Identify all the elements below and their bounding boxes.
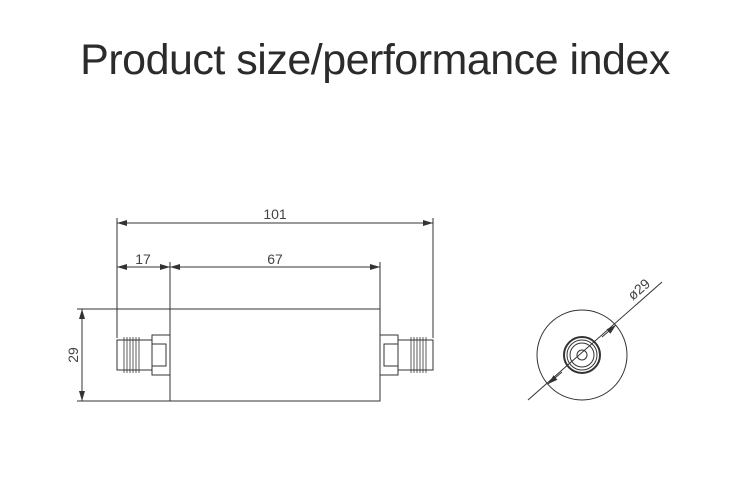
dimension-label-67: 67 [267,251,283,267]
right-connector [379,334,434,376]
dimension-label-diameter: ø29 [624,275,653,303]
dimension-label-101: 101 [263,206,287,222]
left-connector [116,334,171,376]
page-title: Product size/performance index [80,36,670,84]
filter-body [169,308,381,402]
dimension-label-29: 29 [65,347,81,363]
end-view [527,281,663,401]
dimension-label-17: 17 [135,251,151,267]
